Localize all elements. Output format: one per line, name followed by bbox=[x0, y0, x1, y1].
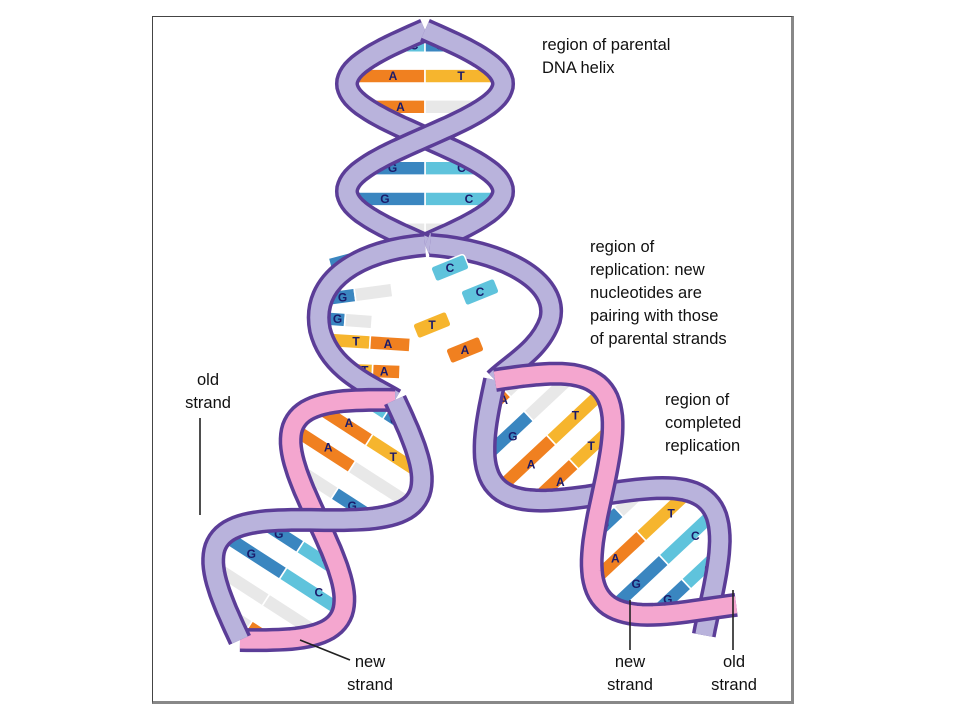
leader-line-layer bbox=[199, 418, 734, 661]
base-letter: A bbox=[461, 343, 470, 357]
base-letter: A bbox=[499, 393, 508, 407]
fork-left-strand bbox=[310, 236, 426, 408]
base-letter: A bbox=[324, 440, 333, 454]
base-letter: C bbox=[457, 161, 466, 175]
base-letter: T bbox=[352, 334, 360, 348]
label-completed-region: region of completed replication bbox=[665, 391, 742, 455]
right-daughter-strand-a bbox=[476, 378, 729, 637]
base-letter: C bbox=[691, 529, 700, 543]
left-daughter-strand-b bbox=[204, 396, 431, 644]
base-letter: A bbox=[527, 458, 536, 472]
base-letter: G bbox=[632, 577, 641, 591]
base-letter: T bbox=[588, 439, 596, 453]
base-letter: A bbox=[384, 337, 393, 351]
free-nucleotide: C bbox=[430, 253, 470, 283]
base-letter: A bbox=[389, 69, 398, 83]
base-letter: A bbox=[611, 551, 620, 565]
base-letter: G bbox=[347, 499, 356, 513]
free-nucleotide: A bbox=[445, 335, 485, 365]
label-new-strand-right: new strand bbox=[607, 653, 653, 694]
base-letter: A bbox=[556, 475, 565, 489]
free-nucleotide: C bbox=[460, 277, 500, 307]
free-nucleotide-layer: C C T A bbox=[412, 253, 500, 365]
base-pair: CG bbox=[218, 527, 348, 619]
base-letter: T bbox=[390, 450, 398, 464]
base-letter: C bbox=[446, 261, 455, 275]
base-letter: C bbox=[315, 586, 324, 600]
base-letter: T bbox=[428, 318, 436, 332]
base-letter: G bbox=[663, 592, 672, 606]
base-letter: T bbox=[668, 507, 676, 521]
base-letter: T bbox=[572, 408, 580, 422]
leader-new-left bbox=[299, 639, 351, 661]
base-pair: A bbox=[287, 421, 417, 513]
base-letter: G bbox=[380, 192, 389, 206]
base-letter: A bbox=[380, 365, 389, 379]
base-letter: A bbox=[396, 100, 405, 114]
label-replication-region: region of replication: new nucleotides a… bbox=[590, 238, 727, 348]
label-parental-region: region of parental DNA helix bbox=[542, 36, 671, 77]
base-pair: CG bbox=[348, 191, 502, 207]
parental-strand-b bbox=[338, 22, 512, 253]
right-daughter-strand-b bbox=[493, 365, 738, 624]
base-letter: T bbox=[457, 69, 465, 83]
fork-right-strand bbox=[429, 236, 560, 387]
strand-layer bbox=[201, 19, 738, 653]
label-old-strand-right: old strand bbox=[711, 653, 757, 694]
base-letter: G bbox=[508, 430, 517, 444]
base-letter: C bbox=[476, 285, 485, 299]
base-letter: G bbox=[333, 312, 342, 326]
base-letter: G bbox=[274, 527, 283, 541]
base-letter: C bbox=[465, 192, 474, 206]
base-letter: G bbox=[247, 547, 256, 561]
base-letter: A bbox=[345, 416, 354, 430]
label-new-strand-left: new strand bbox=[347, 653, 393, 694]
label-old-strand-left: old strand bbox=[185, 371, 231, 412]
base-letter: G bbox=[388, 161, 397, 175]
free-nucleotide: T bbox=[412, 310, 452, 340]
base-letter: G bbox=[338, 291, 347, 305]
